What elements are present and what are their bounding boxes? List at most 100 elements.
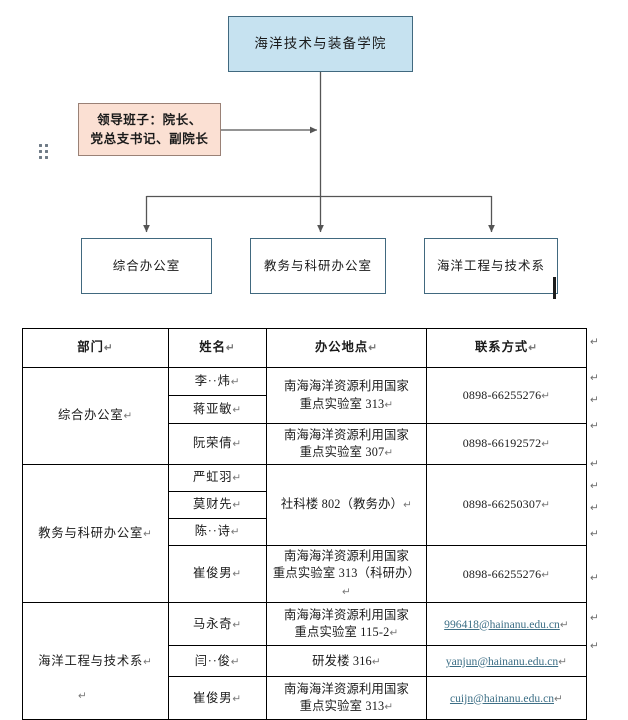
pilcrow-icon: ↵ — [590, 394, 599, 406]
location-line-2: 重点实验室 313 — [299, 699, 385, 714]
pilcrow-icon: ↵ — [528, 342, 538, 355]
org-node-dept-marine-engineering[interactable]: 海洋工程与技术系 — [424, 238, 558, 294]
pilcrow-icon: ↵ — [384, 701, 394, 714]
table-row: 闫··俊↵ 研发楼 316↵ yanjun@hainanu.edu.cn↵ — [23, 645, 587, 678]
cell-contact-phone: 0898-66255276↵ — [426, 544, 587, 604]
location-line-1: 南海海洋资源利用国家 — [284, 681, 409, 696]
pilcrow-icon: ↵ — [541, 499, 551, 512]
pilcrow-icon: ↵ — [590, 420, 599, 432]
org-node-dept-general-office[interactable]: 综合办公室 — [81, 238, 212, 294]
pilcrow-icon: ↵ — [541, 568, 551, 581]
column-header-office-location: 办公地点↵ — [266, 328, 427, 368]
column-header-department: 部门↵ — [22, 328, 169, 368]
table-row: 综合办公室↵ 李··炜↵ 南海海洋资源利用国家重点实验室 313↵ 0898-6… — [22, 367, 587, 465]
location-line-1: 南海海洋资源利用国家 — [284, 607, 409, 622]
pilcrow-icon: ↵ — [541, 389, 551, 402]
name-text: 崔俊男 — [193, 566, 233, 581]
pilcrow-icon: ↵ — [232, 692, 242, 705]
table-header-row: 部门↵ 姓名↵ 办公地点↵ 联系方式↵ — [22, 328, 587, 368]
cell-location: 南海海洋资源利用国家重点实验室 307↵ — [266, 423, 427, 465]
email-link[interactable]: yanjun@hainanu.edu.cn — [445, 654, 559, 668]
cell-contact-email: yanjun@hainanu.edu.cn↵ — [426, 645, 587, 678]
pilcrow-icon: ↵ — [232, 618, 242, 631]
cell-name: 严虹羽↵ — [168, 464, 267, 492]
org-node-leadership-text: 领导班子：院长、 党总支书记、副院长 — [91, 111, 209, 147]
header-text-location: 办公地点 — [314, 340, 369, 355]
pilcrow-icon: ↵ — [143, 655, 153, 668]
name-text: 李··炜 — [194, 373, 231, 388]
org-node-dept-3-label: 海洋工程与技术系 — [436, 258, 545, 273]
pilcrow-icon: ↵ — [232, 472, 242, 485]
org-node-root[interactable]: 海洋技术与装备学院 — [228, 16, 413, 72]
pilcrow-icon: ↵ — [230, 526, 241, 539]
cell-contact-phone: 0898-66255276↵ — [426, 367, 587, 424]
name-text: 陈··诗 — [194, 524, 231, 539]
text-caret — [553, 277, 556, 299]
pilcrow-icon: ↵ — [389, 627, 399, 640]
cell-contact-phone: 0898-66250307↵ — [426, 464, 587, 546]
name-text: 闫··俊 — [194, 653, 231, 668]
table-row: 教务与科研办公室↵ 严虹羽↵ 社科楼 802（教务办）↵ 0898-662503… — [22, 463, 587, 604]
pilcrow-icon: ↵ — [123, 410, 134, 423]
cell-name: 蒋亚敏↵ — [168, 395, 267, 424]
org-node-root-label: 海洋技术与装备学院 — [254, 36, 387, 52]
location-line-2: 重点实验室 115-2 — [294, 625, 390, 640]
location-line-2: 重点实验室 313（科研办） — [272, 566, 421, 581]
cell-contact-email: cuijn@hainanu.edu.cn↵ — [426, 676, 587, 720]
cell-location: 南海海洋资源利用国家重点实验室 313↵ — [266, 367, 427, 424]
phone-text: 0898-66255276 — [462, 387, 542, 402]
pilcrow-icon: ↵ — [230, 375, 241, 388]
pilcrow-icon-document-end: ↵ — [78, 690, 87, 702]
org-chart: 海洋技术与装备学院 领导班子：院长、 党总支书记、副院长 综合办公室 教务与科研… — [0, 0, 628, 318]
table-row: 蒋亚敏↵ — [23, 395, 587, 424]
table-row: 莫财先↵ — [23, 491, 587, 519]
pilcrow-icon: ↵ — [230, 655, 241, 668]
name-text: 严虹羽 — [193, 470, 233, 485]
location-line-1: 南海海洋资源利用国家 — [284, 549, 409, 563]
pilcrow-icon: ↵ — [590, 336, 599, 348]
pilcrow-icon: ↵ — [384, 447, 394, 459]
pilcrow-icon: ↵ — [559, 618, 569, 631]
pilcrow-icon: ↵ — [225, 342, 236, 355]
header-text-contact: 联系方式 — [474, 340, 529, 355]
contact-table: 部门↵ 姓名↵ 办公地点↵ 联系方式↵ 综合办公室↵ 李··炜↵ 南海海洋资源利… — [22, 328, 587, 720]
cell-location: 南海海洋资源利用国家重点实验室 313（科研办） ↵ — [266, 544, 427, 604]
email-link[interactable]: cuijn@hainanu.edu.cn — [449, 691, 555, 705]
location-line-1: 南海海洋资源利用国家 — [284, 379, 409, 394]
phone-text: 0898-66250307 — [462, 497, 542, 512]
pilcrow-icon: ↵ — [232, 568, 242, 581]
org-node-leadership[interactable]: 领导班子：院长、 党总支书记、副院长 — [78, 103, 221, 156]
pilcrow-icon: ↵ — [368, 342, 378, 355]
org-node-dept-2-label: 教务与科研办公室 — [263, 258, 372, 273]
pilcrow-icon: ↵ — [371, 655, 381, 668]
phone-text: 0898-66255276 — [462, 566, 542, 581]
cell-name: 崔俊男↵ — [168, 676, 267, 720]
pilcrow-icon: ↵ — [590, 572, 599, 584]
cell-location: 南海海洋资源利用国家重点实验室 313↵ — [266, 676, 427, 720]
pilcrow-icon: ↵ — [590, 612, 599, 624]
dept-label: 综合办公室 — [57, 408, 124, 423]
pilcrow-icon: ↵ — [590, 458, 599, 470]
dept-label: 教务与科研办公室 — [38, 525, 144, 540]
cell-department-academic-research-office: 教务与科研办公室↵ — [22, 463, 169, 604]
cell-location: 研发楼 316↵ — [266, 645, 427, 678]
drag-handle-dots-icon[interactable] — [39, 144, 48, 161]
table-row: 崔俊男↵ 南海海洋资源利用国家重点实验室 313（科研办）↵ 0898-6625… — [23, 544, 587, 604]
location-text: 研发楼 316 — [312, 653, 372, 668]
pilcrow-icon: ↵ — [590, 480, 599, 492]
pilcrow-icon: ↵ — [143, 527, 153, 540]
org-node-dept-academic-research-office[interactable]: 教务与科研办公室 — [250, 238, 386, 294]
pilcrow-icon: ↵ — [342, 585, 351, 598]
leadership-line-1: 领导班子：院长、 — [97, 113, 202, 128]
name-text: 阮荣倩 — [193, 436, 233, 451]
cell-name: 李··炜↵ — [168, 367, 267, 396]
header-text-name: 姓名 — [199, 340, 226, 355]
location-line-2: 重点实验室 313 — [299, 396, 385, 411]
table-row: 阮荣倩↵ 南海海洋资源利用国家重点实验室 307↵ 0898-66192572↵ — [23, 423, 587, 465]
pilcrow-icon: ↵ — [554, 692, 564, 705]
pilcrow-icon: ↵ — [232, 499, 242, 512]
email-link[interactable]: 996418@hainanu.edu.cn — [444, 617, 560, 631]
pilcrow-icon: ↵ — [590, 640, 599, 652]
pilcrow-icon: ↵ — [232, 438, 242, 451]
cell-name: 陈··诗↵ — [168, 518, 267, 546]
